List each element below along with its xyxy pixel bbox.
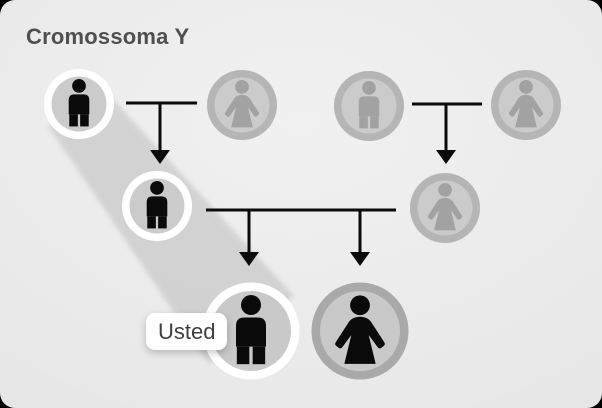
person-usted [202,282,300,380]
person-maternal-grandmother [491,70,561,140]
person-paternal-grandmother [207,70,277,140]
arrowheads [150,150,456,266]
person-sister [311,282,409,380]
usted-badge-label: Usted [158,318,216,344]
person-mother [410,173,480,243]
person-maternal-grandfather [334,71,404,141]
arrow-down-icon [436,150,456,164]
person-paternal-grandfather [44,69,114,139]
person-father [122,171,192,241]
arrow-down-icon [150,150,170,164]
arrow-down-icon [350,252,370,266]
usted-badge: Usted [146,313,228,350]
page-title: Cromossoma Y [26,24,190,49]
connector-lines [126,101,482,254]
arrow-down-icon [239,252,259,266]
